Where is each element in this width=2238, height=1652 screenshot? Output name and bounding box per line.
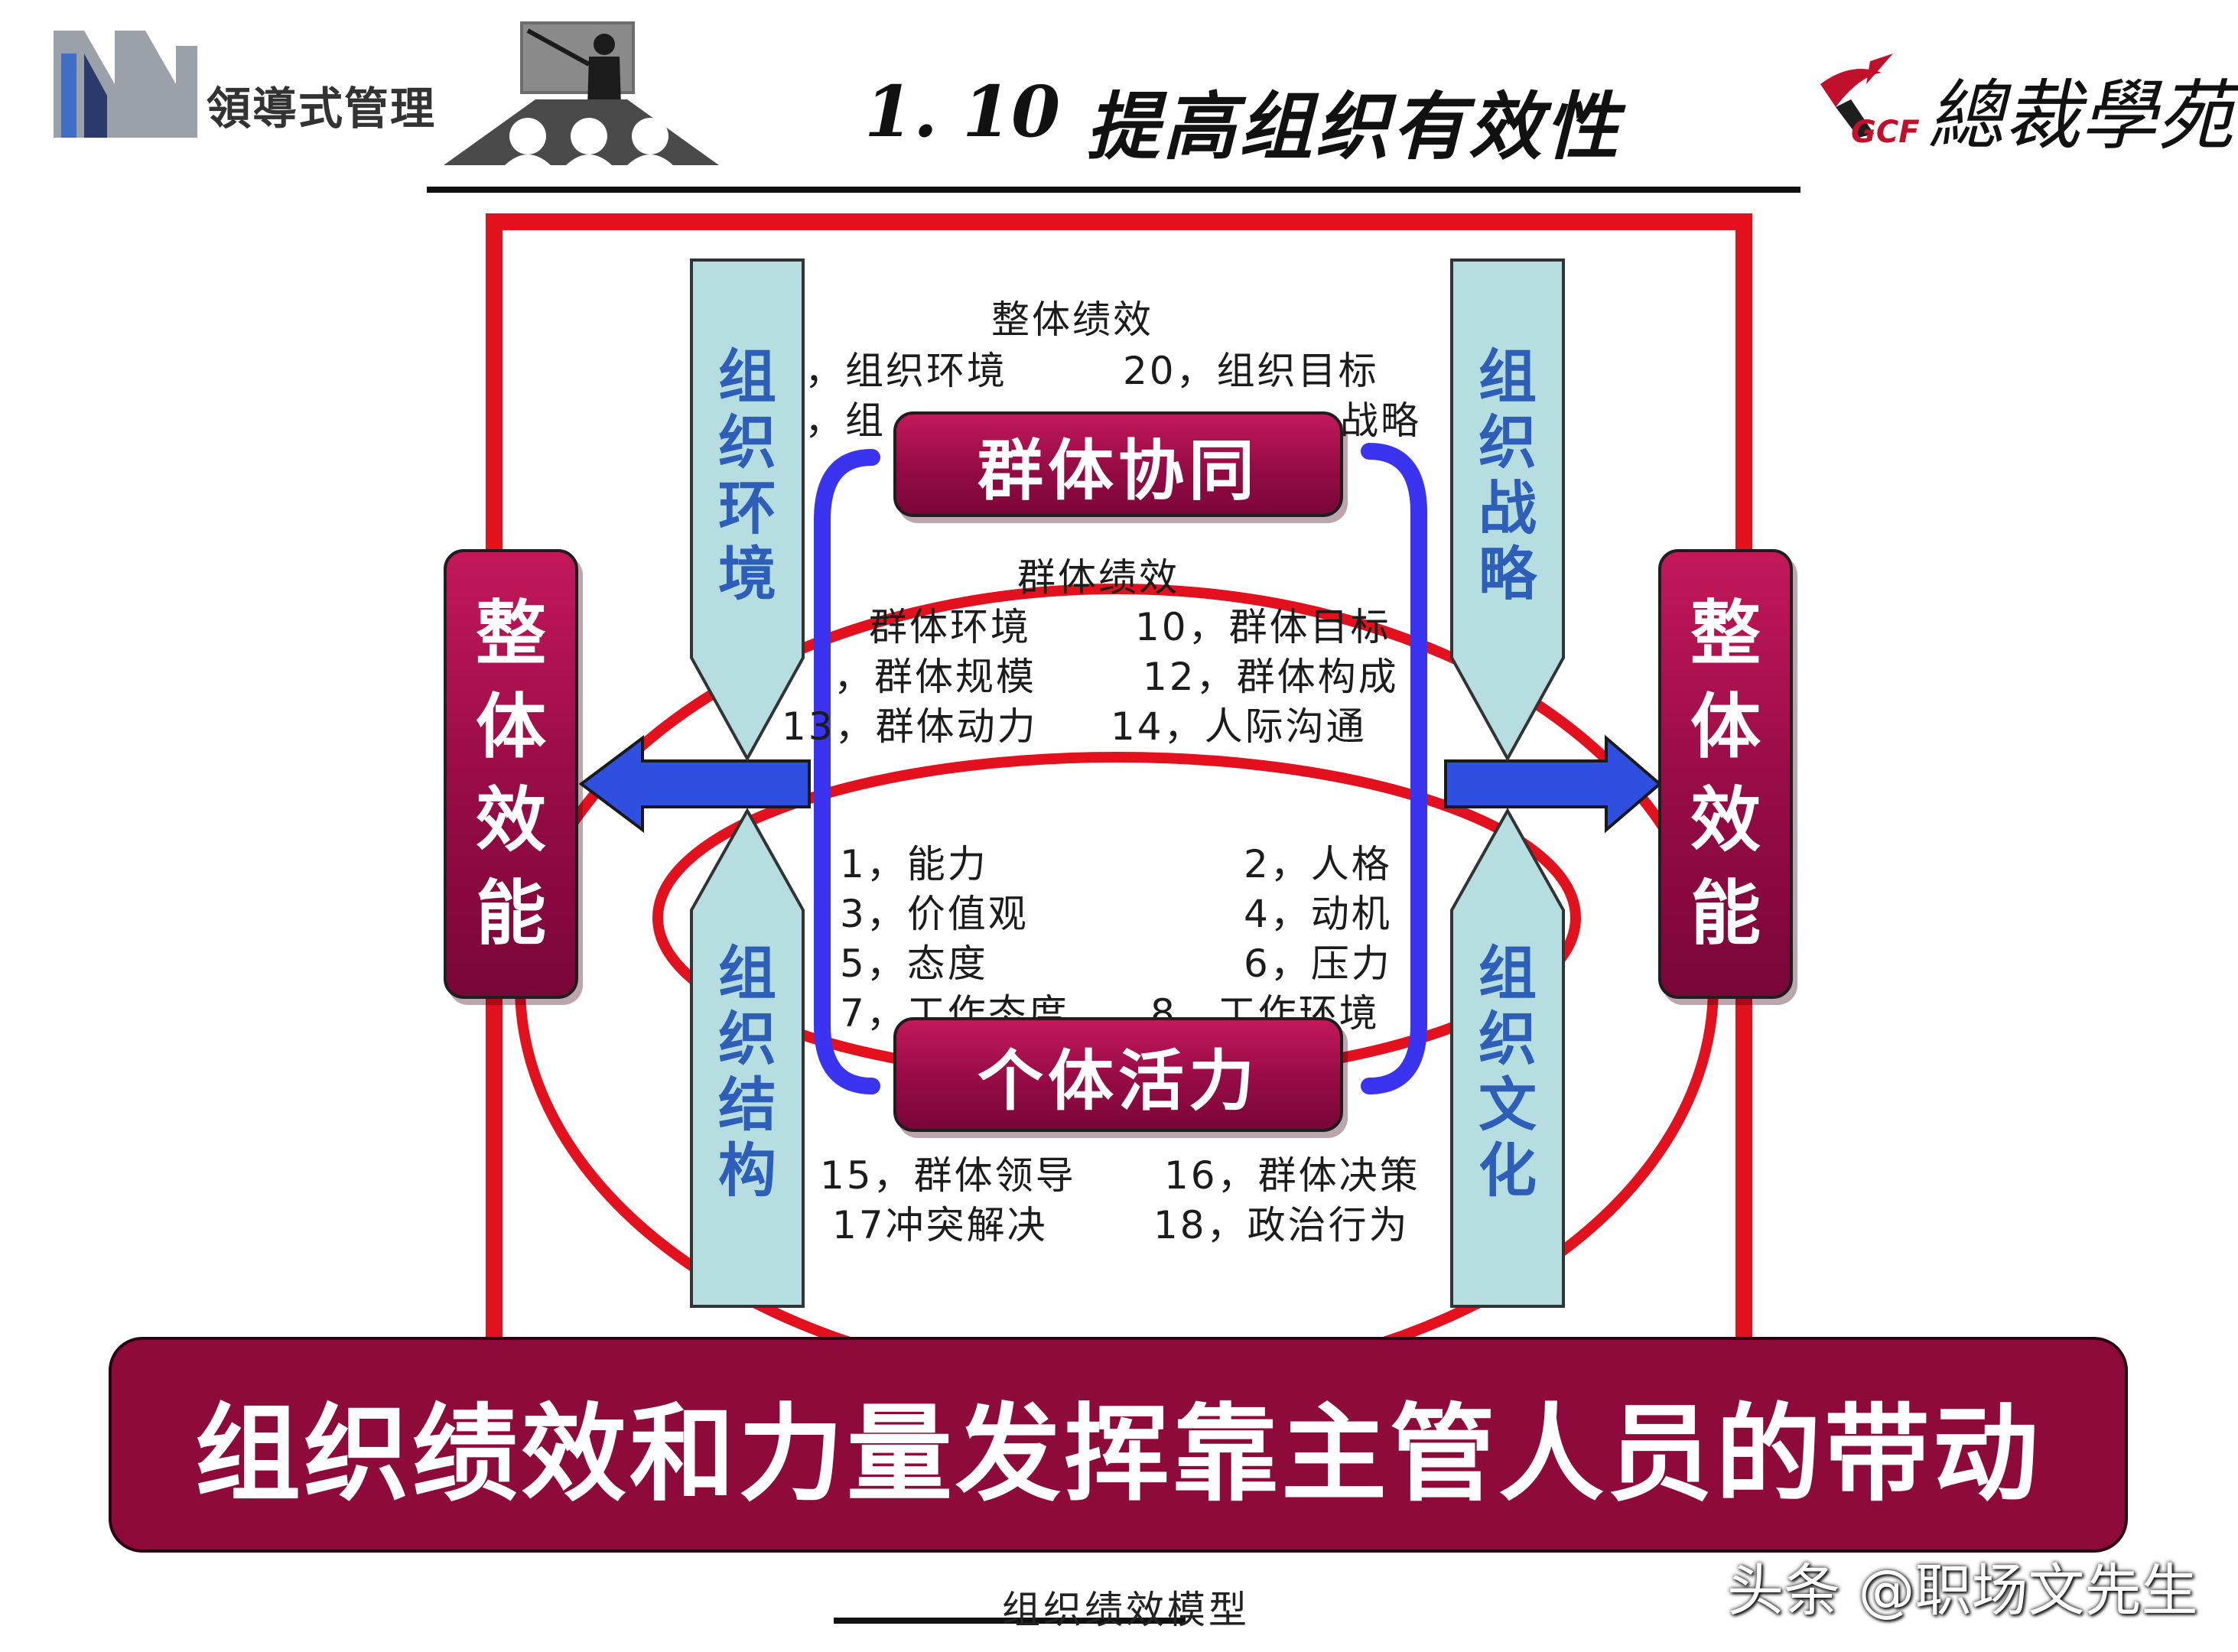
label-char: 战 <box>1478 474 1537 542</box>
label-char: 组 <box>718 343 776 411</box>
individual-item: 6，压力 <box>1244 941 1392 986</box>
group-performance-heading: 群体绩效 <box>1017 555 1179 600</box>
individual-item: 5，态度 <box>840 941 988 986</box>
slide-title: 提高组织有效性 <box>1086 83 1622 170</box>
org-culture-label: 组 织 文 化 <box>1475 941 1540 1204</box>
group-item: 14，人际沟通 <box>1111 704 1367 749</box>
slide-number: 1. 10 <box>864 70 1061 153</box>
group-item: 13，群体动力 <box>782 704 1038 749</box>
brand-right-tag: GCF <box>1851 115 1920 150</box>
left-output-arrow <box>578 735 811 833</box>
overall-performance-heading: 整体绩效 <box>991 298 1153 342</box>
group-item: 群体环境 <box>869 605 1031 649</box>
lower-item: 15，群体领导 <box>820 1153 1076 1198</box>
org-structure-arrow <box>690 807 805 1308</box>
group-item: 12，群体构成 <box>1143 655 1399 699</box>
left-efficacy-char: 能 <box>475 873 546 954</box>
brand-right-logo <box>1820 54 1893 138</box>
overall-item: 战略 <box>1340 398 1421 443</box>
individual-item: 4，动机 <box>1244 892 1392 936</box>
label-char: 组 <box>1478 939 1537 1007</box>
right-efficacy-box: 整 体 效 能 <box>1658 549 1793 999</box>
individual-item: 3，价值观 <box>840 892 1029 936</box>
org-strategy-label: 组 织 战 略 <box>1475 344 1540 607</box>
left-efficacy-char: 效 <box>475 779 546 861</box>
group-item: ，群体规模 <box>834 655 1036 699</box>
lower-item: 17冲突解决 <box>832 1203 1048 1247</box>
right-efficacy-char: 体 <box>1690 686 1761 768</box>
watermark: 头条 @职场文先生 <box>1727 1558 2198 1624</box>
caption-banner: 组织绩效和力量发挥靠主管人员的带动 <box>109 1337 2128 1553</box>
org-environment-label: 组 织 环 境 <box>714 344 780 607</box>
label-char: 组 <box>1478 343 1537 411</box>
right-efficacy-char: 效 <box>1690 779 1761 861</box>
left-efficacy-char: 整 <box>475 593 546 675</box>
lower-item: 16，群体决策 <box>1164 1153 1420 1198</box>
label-char: 织 <box>718 408 776 476</box>
left-efficacy-box: 整 体 效 能 <box>444 549 578 999</box>
presenter-image <box>444 21 719 165</box>
label-char: 组 <box>718 939 776 1007</box>
brand-left-logo <box>46 23 199 138</box>
label-char: 结 <box>718 1071 776 1139</box>
right-output-arrow <box>1444 734 1663 834</box>
overall-item: 20，组织目标 <box>1123 349 1379 393</box>
left-efficacy-char: 体 <box>475 686 546 768</box>
figure-caption: 组织绩效模型 <box>1002 1588 1250 1632</box>
label-char: 化 <box>1478 1137 1537 1205</box>
org-culture-arrow <box>1450 807 1565 1308</box>
brand-right-text: 總裁學苑 <box>1927 71 2233 161</box>
label-char: 织 <box>1478 1005 1537 1073</box>
label-char: 构 <box>718 1137 776 1205</box>
right-efficacy-char: 整 <box>1690 593 1761 675</box>
label-char: 文 <box>1478 1071 1537 1139</box>
overall-item: ，组织环境 <box>805 349 1007 393</box>
org-structure-label: 组 织 结 构 <box>714 941 780 1204</box>
label-char: 环 <box>718 474 776 542</box>
individual-item: 1，能力 <box>840 842 988 886</box>
group-synergy-box: 群体协同 <box>893 411 1343 517</box>
right-efficacy-char: 能 <box>1690 873 1761 954</box>
label-char: 境 <box>718 540 776 608</box>
label-char: 织 <box>718 1005 776 1073</box>
individual-vitality-box: 个体活力 <box>893 1017 1343 1132</box>
left-bracket <box>814 449 880 1094</box>
brand-left-text: 領導式管理 <box>207 83 437 135</box>
label-char: 织 <box>1478 408 1537 476</box>
individual-item: 2，人格 <box>1244 842 1392 886</box>
label-char: 略 <box>1478 540 1537 608</box>
lower-item: 18，政治行为 <box>1153 1203 1410 1247</box>
header-divider <box>427 187 1800 193</box>
overall-item: ，组 <box>805 398 886 443</box>
page-bottom-rule <box>834 1618 1186 1624</box>
right-bracket <box>1361 443 1427 1094</box>
group-item: 10，群体目标 <box>1135 605 1391 649</box>
org-environment-arrow <box>690 259 805 763</box>
org-strategy-arrow <box>1450 259 1565 763</box>
